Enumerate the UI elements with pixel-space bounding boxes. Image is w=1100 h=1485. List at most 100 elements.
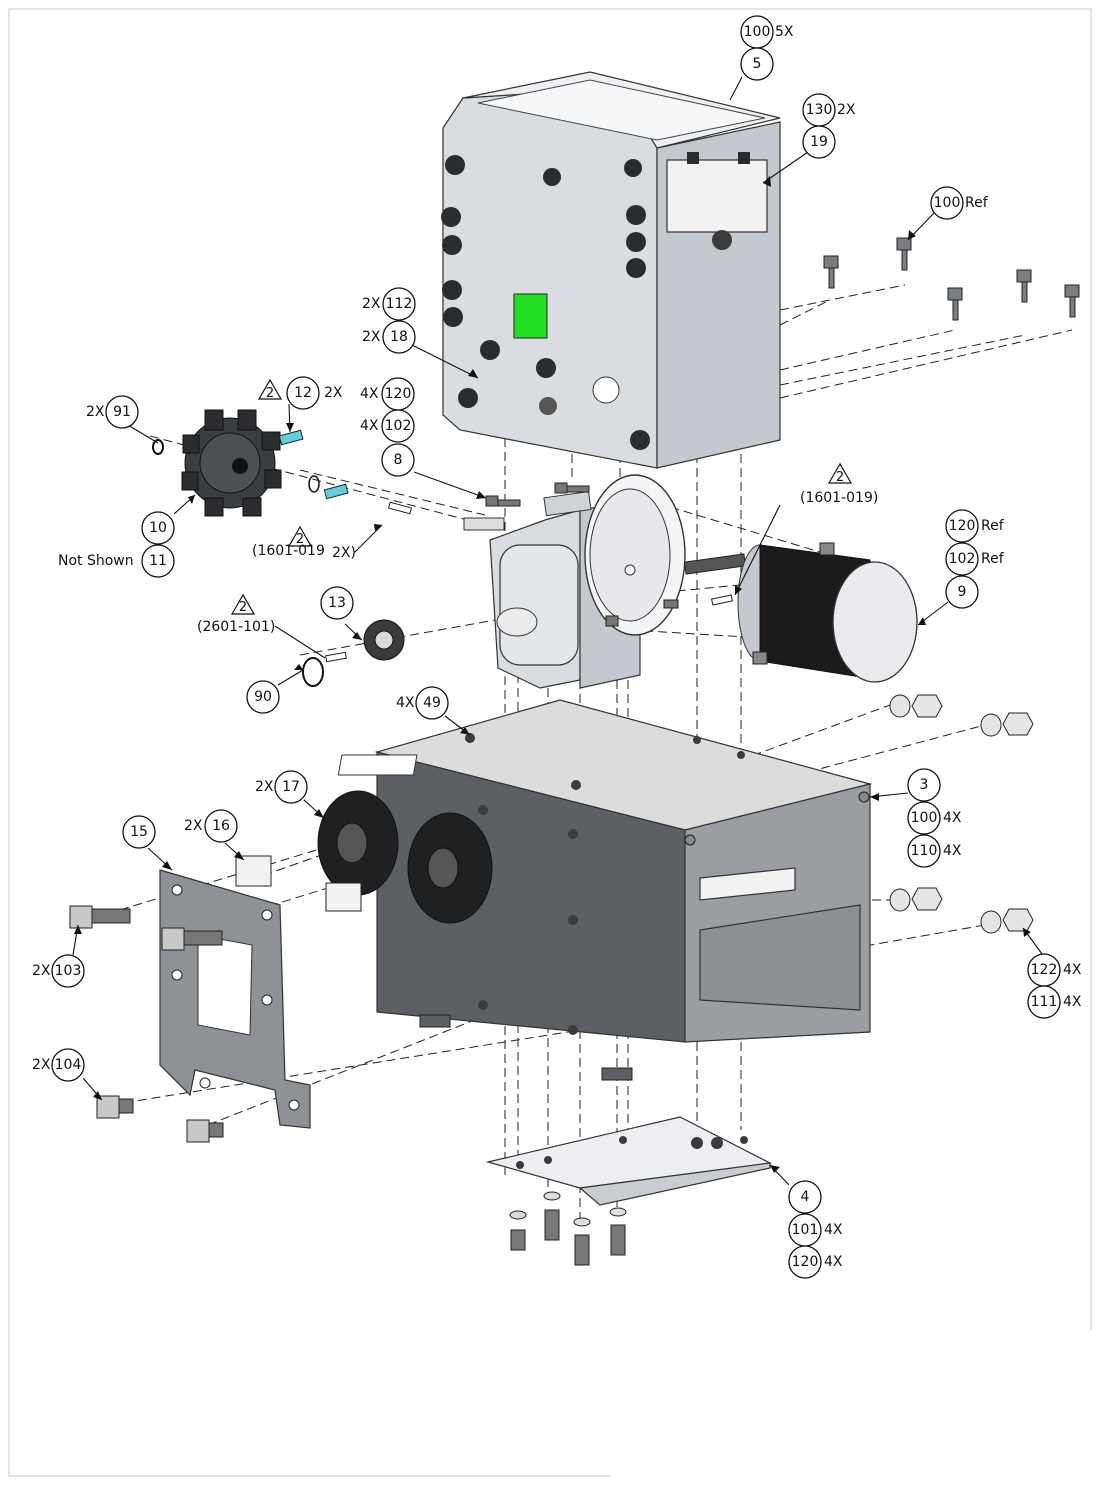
gearbox: [463, 474, 686, 689]
balloon-130: 130: [802, 93, 836, 127]
qty-16: 2X: [184, 818, 203, 834]
svg-text:8: 8: [394, 452, 403, 468]
revision-flag-c: 2: [287, 525, 313, 547]
note-not-shown: Not Shown: [58, 553, 134, 569]
svg-text:120: 120: [792, 1254, 819, 1270]
qty-110: 4X: [943, 843, 962, 859]
svg-text:2: 2: [836, 470, 844, 485]
svg-text:13: 13: [328, 595, 346, 611]
balloon-18: 18: [382, 320, 416, 354]
svg-text:3: 3: [920, 777, 929, 793]
svg-text:12: 12: [294, 385, 312, 401]
svg-text:91: 91: [113, 404, 131, 420]
balloon-5: 5: [740, 47, 774, 81]
balloon-103: 103: [51, 954, 85, 988]
qty-120-b: 4X: [824, 1254, 843, 1270]
balloon-104: 104: [51, 1048, 85, 1082]
svg-text:90: 90: [254, 689, 272, 705]
qty-49: 4X: [396, 695, 415, 711]
balloon-12: 12: [286, 376, 320, 410]
svg-text:10: 10: [149, 520, 167, 536]
svg-text:101: 101: [792, 1222, 819, 1238]
note-1601-019-b: (1601-019: [252, 543, 325, 559]
qty-18: 2X: [362, 329, 381, 345]
svg-text:104: 104: [55, 1057, 82, 1073]
qty-103: 2X: [32, 963, 51, 979]
svg-text:130: 130: [806, 102, 833, 118]
balloon-9: 9: [945, 575, 979, 609]
qty-100-b: 4X: [943, 810, 962, 826]
svg-text:17: 17: [282, 779, 300, 795]
qty-120-ref: Ref: [981, 518, 1005, 534]
balloon-91: 91: [105, 395, 139, 429]
svg-text:2: 2: [296, 532, 304, 547]
qty-100-ref: Ref: [965, 195, 989, 211]
qty-100-5x: 5X: [775, 24, 794, 40]
qty-91: 2X: [86, 404, 105, 420]
leader-arrowheads: [74, 176, 1031, 1173]
bolts: [69, 905, 224, 1143]
impeller: [152, 409, 413, 517]
svg-text:19: 19: [810, 134, 828, 150]
bottom-plate: [485, 1116, 772, 1206]
svg-text:18: 18: [390, 329, 408, 345]
svg-text:110: 110: [911, 843, 938, 859]
svg-text:16: 16: [212, 818, 230, 834]
svg-text:5: 5: [753, 56, 762, 72]
balloon-102-a: 102: [381, 409, 415, 443]
status-window: [513, 293, 548, 339]
qty-120-a: 4X: [360, 386, 379, 402]
balloon-11: 11: [141, 544, 175, 578]
svg-text:120: 120: [385, 386, 412, 402]
balloon-111: 111: [1027, 985, 1061, 1019]
balloon-110: 110: [907, 834, 941, 868]
balloon-8: 8: [381, 443, 415, 477]
control-box-enclosure: [441, 71, 781, 469]
svg-text:120: 120: [949, 518, 976, 534]
svg-text:100: 100: [744, 24, 771, 40]
balloon-100-b: 100: [907, 801, 941, 835]
note-2601-101: (2601-101): [197, 619, 275, 635]
balloon-100-5x: 100: [740, 15, 774, 49]
svg-text:11: 11: [149, 553, 167, 569]
svg-text:102: 102: [385, 418, 412, 434]
sprocket: [302, 619, 405, 687]
qty-112: 2X: [362, 296, 381, 312]
balloon-3: 3: [907, 768, 941, 802]
qty-122: 4X: [1063, 962, 1082, 978]
qty-101: 4X: [824, 1222, 843, 1238]
balloon-49: 49: [415, 686, 449, 720]
qty-12: 2X: [324, 385, 343, 401]
balloon-15: 15: [122, 815, 156, 849]
svg-text:100: 100: [934, 195, 961, 211]
balloon-100-ref: 100: [930, 186, 964, 220]
pulleys: [235, 790, 493, 924]
bottom-screws: [509, 1191, 627, 1266]
balloon-16: 16: [204, 809, 238, 843]
svg-text:2: 2: [239, 600, 247, 615]
balloon-90: 90: [246, 680, 280, 714]
qty-104: 2X: [32, 1057, 51, 1073]
svg-text:9: 9: [958, 584, 967, 600]
svg-text:4: 4: [801, 1189, 810, 1205]
balloon-102-ref: 102: [945, 542, 979, 576]
balloon-13: 13: [320, 586, 354, 620]
revision-flag-a: 2: [257, 378, 283, 401]
balloon-120-b: 120: [788, 1245, 822, 1279]
qty-102-ref: Ref: [981, 551, 1005, 567]
svg-text:49: 49: [423, 695, 441, 711]
svg-text:15: 15: [130, 824, 148, 840]
cap-screws-ref: [823, 237, 1080, 321]
motor: [683, 542, 918, 683]
note-1601-019-a: (1601-019): [800, 490, 878, 506]
leader-lines: [72, 76, 1046, 1186]
svg-text:122: 122: [1031, 962, 1058, 978]
revision-flag-d: 2: [230, 593, 256, 615]
qty-111: 4X: [1063, 994, 1082, 1010]
revision-flag-b: 2: [827, 462, 853, 485]
balloon-120-ref: 120: [945, 509, 979, 543]
svg-text:2: 2: [266, 386, 274, 401]
nuts-washers: [889, 694, 1034, 934]
qty-130: 2X: [837, 102, 856, 118]
